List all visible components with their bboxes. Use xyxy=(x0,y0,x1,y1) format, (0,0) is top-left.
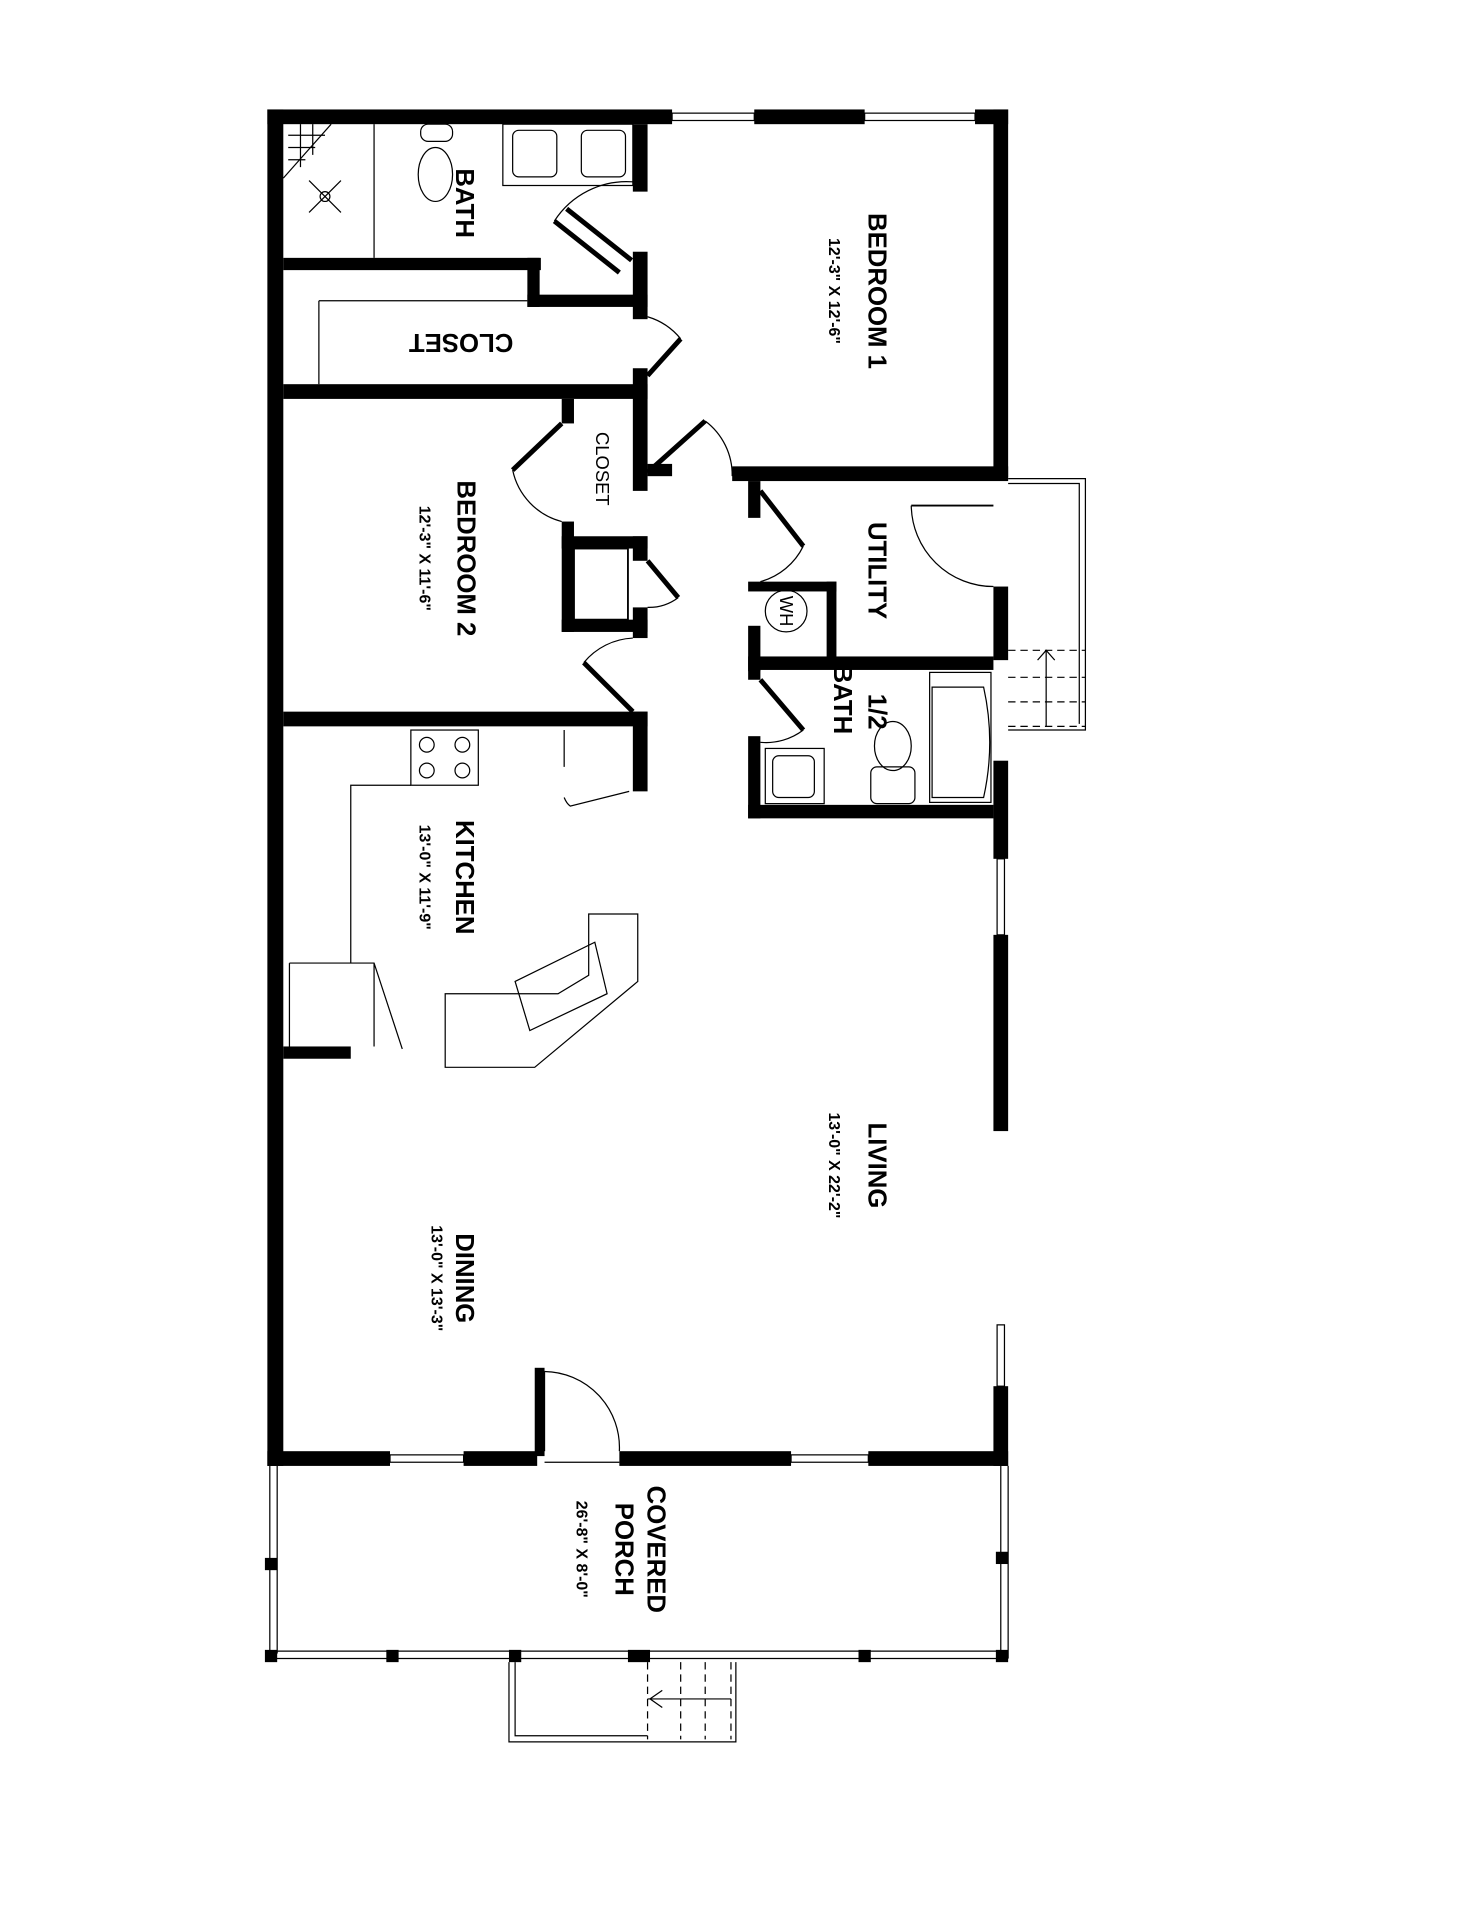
label-porch-size: 26'-8" X 8'-0" xyxy=(572,1501,589,1598)
label-bedroom2-size: 12'-3" X 11'-6" xyxy=(415,506,432,611)
label-half-bath-1: 1/2 xyxy=(862,694,890,730)
label-porch-2: PORCH xyxy=(610,1503,638,1596)
vanity xyxy=(502,123,634,187)
interior-walls xyxy=(283,124,1009,1457)
exterior-walls xyxy=(267,109,1009,1466)
front-steps xyxy=(508,1662,737,1743)
toilet xyxy=(417,123,454,203)
label-living-size: 13'-0" X 22'-2" xyxy=(825,1112,842,1218)
side-steps xyxy=(1008,478,1087,731)
label-bedroom1-size: 12'-3" X 12'-6" xyxy=(825,238,842,344)
shower xyxy=(282,123,375,258)
label-kitchen-size: 13'-0" X 11'-9" xyxy=(415,825,432,930)
label-water-heater: WH xyxy=(776,596,797,627)
label-living: LIVING xyxy=(862,1123,890,1209)
label-bath: BATH xyxy=(450,168,478,238)
label-closet-main: CLOSET xyxy=(409,328,514,356)
kitchen-counters xyxy=(288,729,639,1068)
label-porch-1: COVERED xyxy=(642,1486,670,1613)
label-dining-size: 13'-0" X 13'-3" xyxy=(428,1225,445,1331)
label-closet-small: CLOSET xyxy=(592,432,613,506)
label-kitchen: KITCHEN xyxy=(450,820,478,934)
doors xyxy=(510,180,994,1463)
half-bath-fixtures xyxy=(764,671,992,805)
label-utility: UTILITY xyxy=(862,522,890,619)
label-dining: DINING xyxy=(450,1233,478,1323)
fixtures xyxy=(282,123,992,1068)
label-bedroom1: BEDROOM 1 xyxy=(862,213,890,369)
label-bedroom2: BEDROOM 2 xyxy=(451,480,479,636)
covered-porch xyxy=(264,478,1087,1743)
label-half-bath-2: BATH xyxy=(828,665,856,735)
room-labels: BATH CLOSET CLOSET BEDROOM 1 12'-3" X 12… xyxy=(409,168,891,1613)
